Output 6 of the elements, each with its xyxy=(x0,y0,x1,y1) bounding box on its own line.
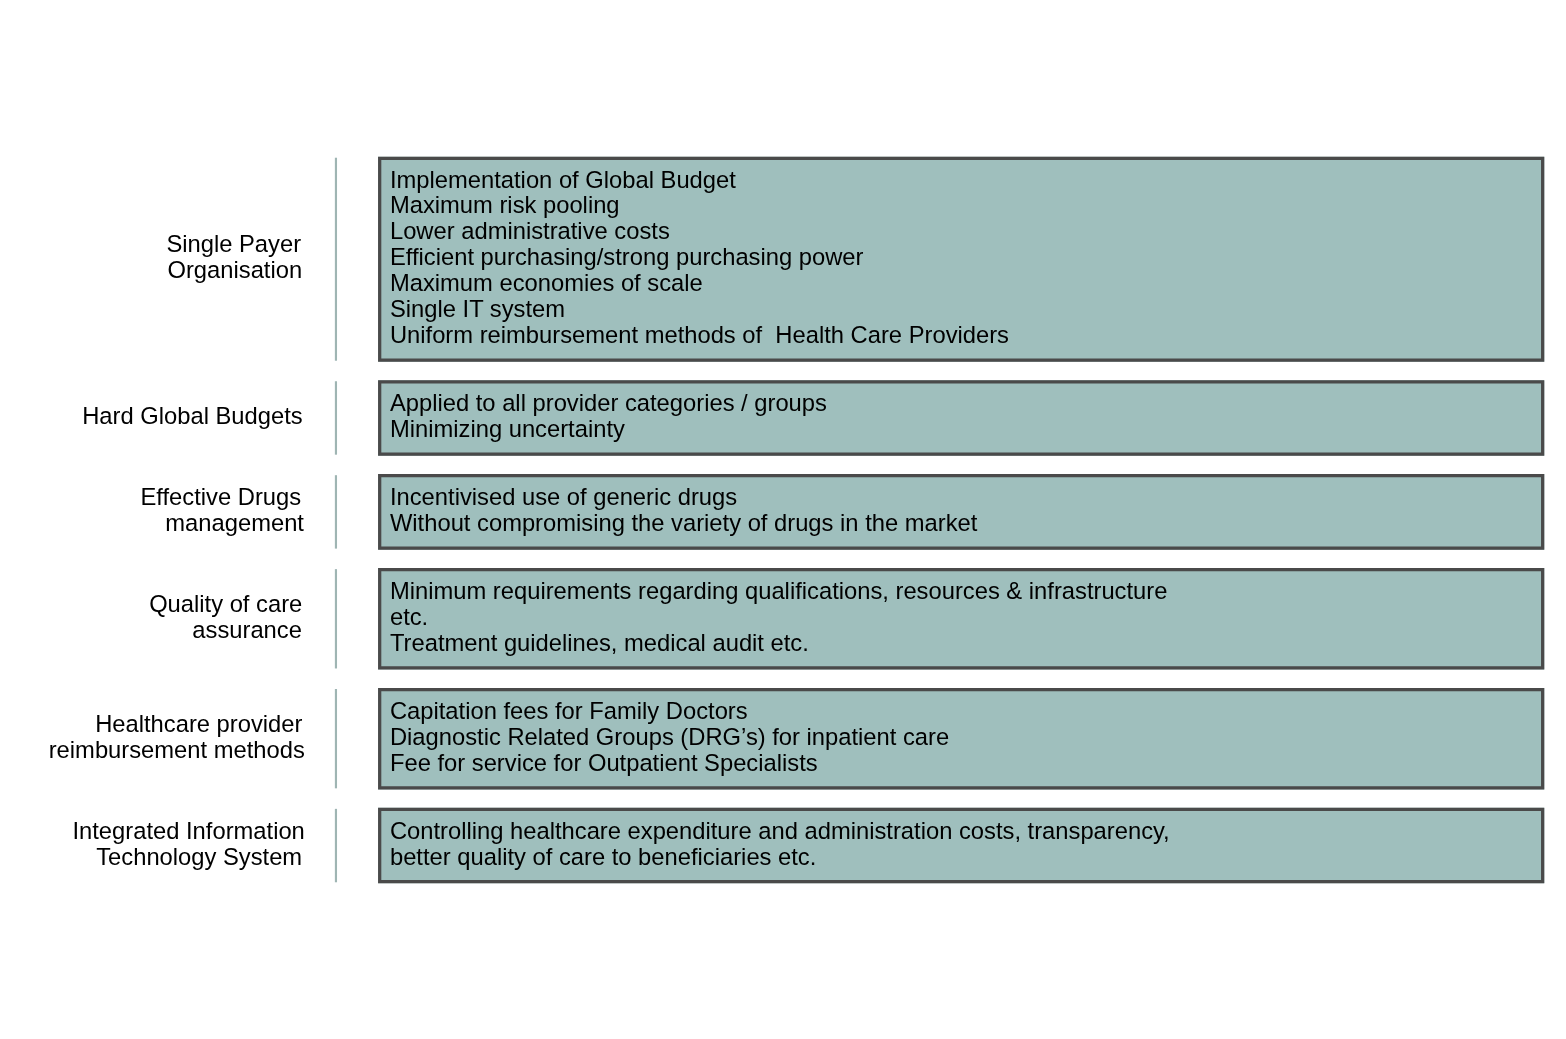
node-label: Quality of care assurance xyxy=(149,589,303,643)
node-label: Single Payer Organisation xyxy=(166,229,303,283)
node-label: Integrated Information Technology System xyxy=(72,816,305,870)
node-label: Hard Global Budgets xyxy=(82,401,303,429)
node-label: Healthcare provider reimbursement methods xyxy=(48,709,305,763)
node-label: Effective Drugs management xyxy=(140,482,304,536)
